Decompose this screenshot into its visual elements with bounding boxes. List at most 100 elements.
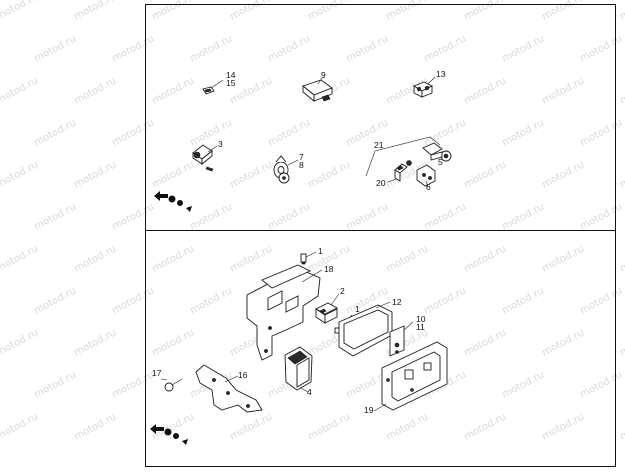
watermark-text: motod.ru	[188, 117, 234, 148]
watermark-text: motod.ru	[266, 33, 312, 64]
watermark-text: motod.ru	[72, 75, 118, 106]
part-13-relay	[413, 76, 436, 98]
watermark-text: motod.ru	[228, 411, 274, 442]
watermark-text: motod.ru	[540, 0, 586, 23]
callout-c11: 11	[416, 322, 425, 332]
watermark-text: motod.ru	[306, 159, 352, 190]
callout-c2: 2	[340, 286, 345, 296]
callout-c21: 21	[374, 140, 384, 150]
part-1-screw-top	[300, 251, 317, 265]
watermark-text: motod.ru	[500, 201, 546, 232]
callout-c19: 19	[364, 405, 374, 415]
part-10-11-plate	[389, 321, 414, 357]
front-arrow-icon	[150, 424, 188, 445]
callout-c7: 7	[299, 152, 304, 162]
callout-c12: 12	[392, 297, 402, 307]
part-18-bracket	[246, 264, 323, 361]
watermark-text: motod.ru	[150, 75, 196, 106]
watermark-text: motod.ru	[578, 201, 624, 232]
watermark-text: motod.ru	[72, 411, 118, 442]
callout-c13: 13	[436, 69, 446, 79]
callout-c8: 8	[299, 160, 304, 170]
watermark-text: motod.ru	[540, 327, 586, 358]
watermark-text: motod.ru	[0, 75, 40, 106]
watermark-text: motod.ru	[228, 0, 274, 23]
watermark-text: motod.ru	[188, 285, 234, 316]
part-17-screw	[160, 378, 183, 392]
part-2-socket	[315, 293, 340, 324]
callout-c16: 16	[238, 370, 248, 380]
watermark-text: motod.ru	[150, 327, 196, 358]
watermark-text: motod.ru	[540, 243, 586, 274]
watermark-text: motod.ru	[540, 75, 586, 106]
watermark-text: motod.ru	[306, 411, 352, 442]
watermark-text: motod.ru	[110, 201, 156, 232]
watermark-text: motod.ru	[188, 33, 234, 64]
watermark-text: motod.ru	[422, 285, 468, 316]
callout-c6: 6	[426, 182, 431, 192]
watermark-text: motod.ru	[422, 33, 468, 64]
part-9-connector	[302, 77, 333, 102]
watermark-text: motod.ru	[228, 243, 274, 274]
callout-c20: 20	[376, 178, 386, 188]
watermark-text: motod.ru	[618, 0, 625, 23]
watermark-text: motod.ru	[618, 159, 625, 190]
watermark-text: motod.ru	[462, 243, 508, 274]
callout-c4: 4	[307, 387, 312, 397]
watermark-text: motod.ru	[306, 0, 352, 23]
watermark-text: motod.ru	[32, 33, 78, 64]
front-arrow-icon	[154, 191, 192, 212]
watermark-text: motod.ru	[266, 201, 312, 232]
watermark-text: motod.ru	[0, 243, 40, 274]
part-4-module	[284, 346, 313, 393]
watermark-text: motod.ru	[578, 33, 624, 64]
watermark-text: motod.ru	[540, 411, 586, 442]
watermark-text: motod.ru	[500, 369, 546, 400]
watermark-text: motod.ru	[384, 0, 430, 23]
watermark-text: motod.ru	[500, 33, 546, 64]
watermark-layer: motod.ru motod.ru motod.ru motod.ru motod.ru…	[0, 0, 625, 443]
watermark-text: motod.ru	[0, 411, 40, 442]
callout-c5: 5	[438, 157, 443, 167]
watermark-text: motod.ru	[72, 159, 118, 190]
watermark-text: motod.ru	[462, 411, 508, 442]
callout-c17: 17	[152, 368, 162, 378]
watermark-text: motod.ru	[110, 33, 156, 64]
watermark-text: motod.ru	[462, 75, 508, 106]
watermark-text: motod.ru	[0, 159, 40, 190]
watermark-text: motod.ru	[384, 411, 430, 442]
watermark-text: motod.ru	[32, 369, 78, 400]
watermark-text: motod.ru	[618, 75, 625, 106]
watermark-text: motod.ru	[110, 117, 156, 148]
watermark-text: motod.ru	[578, 369, 624, 400]
part-14-15-clip	[202, 79, 224, 95]
watermark-text: motod.ru	[32, 201, 78, 232]
part-16-bracket	[195, 364, 263, 413]
part-21-assembly	[365, 136, 452, 188]
watermark-text: motod.ru	[72, 243, 118, 274]
callout-c15: 15	[226, 78, 236, 88]
callout-c10: 10	[416, 314, 426, 324]
watermark-text: motod.ru	[188, 201, 234, 232]
watermark-text: motod.ru	[72, 327, 118, 358]
callout-c14: 14	[226, 70, 236, 80]
callout-c1a: 1	[318, 246, 323, 256]
watermark-text: motod.ru	[618, 411, 625, 442]
part-7-8-grommet	[273, 155, 299, 184]
watermark-text: motod.ru	[500, 117, 546, 148]
watermark-text: motod.ru	[618, 327, 625, 358]
watermark-text: motod.ru	[462, 327, 508, 358]
callout-c3: 3	[218, 139, 223, 149]
part-12-panel	[338, 301, 393, 357]
watermark-text: motod.ru	[228, 159, 274, 190]
part-3-switch	[192, 144, 218, 172]
watermark-text: motod.ru	[422, 117, 468, 148]
part-19-frame	[373, 341, 448, 412]
watermark-text: motod.ru	[110, 369, 156, 400]
watermark-text: motod.ru	[500, 285, 546, 316]
watermark-text: motod.ru	[540, 159, 586, 190]
watermark-text: motod.ru	[110, 285, 156, 316]
watermark-text: motod.ru	[384, 243, 430, 274]
